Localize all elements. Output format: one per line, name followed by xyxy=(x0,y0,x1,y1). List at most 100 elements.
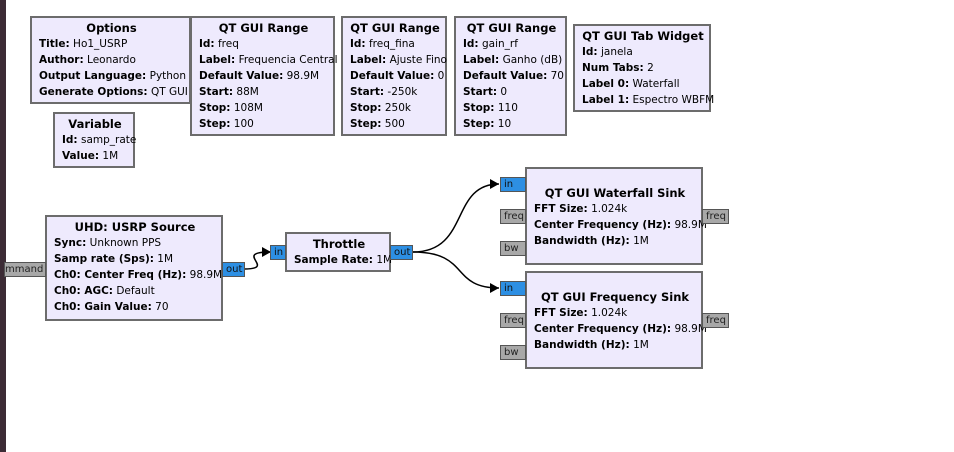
freqsink-freq-in-port[interactable]: freq xyxy=(500,313,526,328)
param-key: FFT Size: xyxy=(534,203,588,215)
arrow-freqsink-in xyxy=(490,283,499,293)
block-title: QT GUI Tab Widget xyxy=(582,29,704,43)
param-key: Center Frequency (Hz): xyxy=(534,323,672,335)
block-param-row: Num Tabs: 2 xyxy=(582,60,704,76)
throttle-out-port[interactable]: out xyxy=(390,245,413,260)
param-value: 1M xyxy=(376,254,393,266)
param-key: Sample Rate: xyxy=(294,254,373,266)
block-title: UHD: USRP Source xyxy=(74,220,196,234)
param-value: Leonardo xyxy=(87,54,136,66)
param-key: Id: xyxy=(463,38,479,50)
block-param-row: Label 1: Espectro WBFM xyxy=(582,92,714,108)
block-param-row: Id: gain_rf xyxy=(463,36,560,52)
block-param-row: Default Value: 98.9M xyxy=(199,68,328,84)
usrp-out-port[interactable]: out xyxy=(222,262,245,277)
block-title: QT GUI Range xyxy=(466,21,557,35)
block-param-row: Label: Frequencia Central xyxy=(199,52,338,68)
waterfall-freq-out-port[interactable]: freq xyxy=(702,209,729,224)
param-value: 10 xyxy=(497,118,512,130)
block-title: Variable xyxy=(68,117,122,131)
param-key: Bandwidth (Hz): xyxy=(534,339,630,351)
param-value: Ganho (dB) xyxy=(502,54,563,66)
param-value: 98.9M xyxy=(674,323,707,335)
block-param-row: Sample Rate: 1M xyxy=(294,252,392,268)
param-value: gain_rf xyxy=(481,38,518,50)
block-param-row: Stop: 110 xyxy=(463,100,560,116)
param-value: Ajuste Fino xyxy=(389,54,447,66)
block-param-row: FFT Size: 1.024k xyxy=(534,305,696,321)
param-key: Title: xyxy=(39,38,70,50)
freqsink-freq-out-port[interactable]: freq xyxy=(702,313,729,328)
param-value: 70 xyxy=(155,301,169,313)
block-param-row: Sync: Unknown PPS xyxy=(54,235,216,251)
freqsink-bw-port[interactable]: bw xyxy=(500,345,526,360)
param-key: Output Language: xyxy=(39,70,147,82)
param-value: -250k xyxy=(387,86,418,98)
param-key: Bandwidth (Hz): xyxy=(534,235,630,247)
block-param-row: Stop: 250k xyxy=(350,100,440,116)
param-key: Value: xyxy=(62,150,100,162)
freqsink-in-port[interactable]: in xyxy=(500,281,526,296)
block-param-row: Stop: 108M xyxy=(199,100,328,116)
param-key: Id: xyxy=(350,38,366,50)
param-value: 98.9M xyxy=(286,70,320,82)
param-key: Id: xyxy=(582,46,598,58)
block-param-row: Ch0: Center Freq (Hz): 98.9M xyxy=(54,267,222,283)
param-value: janela xyxy=(600,46,633,58)
block-title: QT GUI Range xyxy=(218,21,309,35)
param-value: 1.024k xyxy=(591,307,628,319)
waterfall-bw-port[interactable]: bw xyxy=(500,241,526,256)
param-key: Default Value: xyxy=(350,70,435,82)
param-key: Label: xyxy=(350,54,387,66)
param-value: 250k xyxy=(384,102,411,114)
param-value: 110 xyxy=(497,102,518,114)
block-param-row: FFT Size: 1.024k xyxy=(534,201,696,217)
param-key: Label: xyxy=(463,54,500,66)
param-value: 1M xyxy=(633,339,649,351)
param-key: Stop: xyxy=(350,102,382,114)
wire-throttle-to-freqsink xyxy=(412,251,500,289)
waterfall-in-port[interactable]: in xyxy=(500,177,526,192)
param-value: freq_fina xyxy=(368,38,415,50)
param-key: Author: xyxy=(39,54,84,66)
param-value: 500 xyxy=(384,118,405,130)
param-value: 1.024k xyxy=(591,203,628,215)
param-value: Waterfall xyxy=(632,78,680,90)
block-param-row: Label 0: Waterfall xyxy=(582,76,704,92)
param-key: Ch0: Gain Value: xyxy=(54,301,152,313)
block-param-row: Value: 1M xyxy=(62,148,128,164)
param-key: FFT Size: xyxy=(534,307,588,319)
waterfall-freq-in-port[interactable]: freq xyxy=(500,209,526,224)
param-key: Step: xyxy=(350,118,382,130)
throttle-in-port[interactable]: in xyxy=(270,245,286,260)
param-value: Python xyxy=(149,70,187,82)
param-key: Id: xyxy=(62,134,78,146)
param-value: 0 xyxy=(437,70,445,82)
param-key: Num Tabs: xyxy=(582,62,644,74)
block-param-row: Id: freq xyxy=(199,36,328,52)
param-value: Frequencia Central xyxy=(238,54,338,66)
usrp-command-port[interactable]: mmand xyxy=(4,262,46,277)
param-key: Samp rate (Sps): xyxy=(54,253,154,265)
block-param-row: Title: Ho1_USRP xyxy=(39,36,184,52)
param-key: Ch0: AGC: xyxy=(54,285,113,297)
param-value: 88M xyxy=(236,86,259,98)
param-key: Default Value: xyxy=(463,70,548,82)
arrow-throttle-in xyxy=(262,247,271,257)
param-value: 1M xyxy=(633,235,649,247)
param-key: Start: xyxy=(463,86,498,98)
param-key: Id: xyxy=(199,38,215,50)
wire-usrp-to-throttle xyxy=(243,251,271,270)
block-param-row: Bandwidth (Hz): 1M xyxy=(534,233,696,249)
block-param-row: Default Value: 70 xyxy=(463,68,564,84)
